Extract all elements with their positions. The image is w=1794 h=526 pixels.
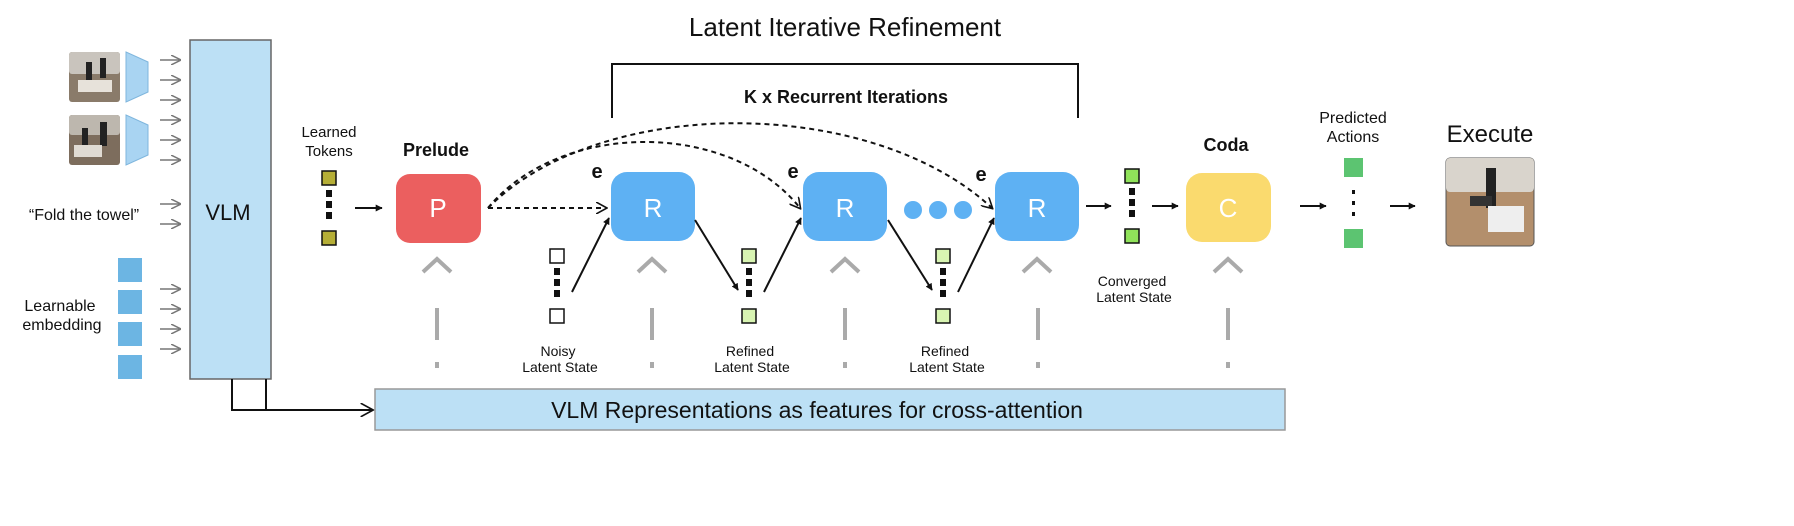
predicted-actions-label-line2: Actions	[1327, 129, 1379, 146]
cross-attention-links	[435, 308, 1230, 368]
vlm-features-bar	[374, 388, 1286, 431]
embedding-label-line1: Learnable	[24, 298, 95, 315]
noisy-state-label-line2: Latent State	[522, 359, 598, 375]
embedding-label-line2: embedding	[22, 317, 101, 334]
recurrent-letter-3: R	[1028, 193, 1047, 223]
robot-camera-image	[69, 52, 120, 102]
prelude-skip-arrows	[487, 122, 992, 208]
noisy-latent-tokens	[549, 248, 565, 324]
recurrent-block-2	[803, 172, 887, 241]
encoder-trapezoid-icon	[125, 51, 149, 103]
refinement-arrows	[571, 217, 995, 293]
learned-tokens	[321, 170, 337, 246]
vlm-label: VLM	[205, 200, 250, 225]
coda-block	[1186, 173, 1271, 242]
robot-result-image	[1445, 157, 1535, 247]
cross-attention-chevron-icon	[421, 256, 1244, 274]
refined-state-2-label-line2: Latent State	[909, 359, 985, 375]
input-symbol-e-2: e	[787, 161, 798, 183]
vlm-features-label: VLM Representations as features for cros…	[551, 397, 1083, 423]
execute-label: Execute	[1447, 121, 1534, 148]
vlm-feature-connector	[231, 379, 372, 410]
robot-camera-image	[69, 115, 120, 165]
learned-tokens-label-line1: Learned	[301, 124, 356, 141]
input-arrows	[160, 60, 180, 349]
input-symbol-e-1: e	[591, 161, 602, 183]
input-symbol-e-3: e	[975, 164, 986, 186]
recurrent-block-1	[611, 172, 695, 241]
refined-state-1-label-line2: Latent State	[714, 359, 790, 375]
noisy-state-label-line1: Noisy	[540, 343, 575, 359]
predicted-actions	[1344, 158, 1363, 248]
predicted-actions-label-line1: Predicted	[1319, 110, 1387, 127]
recurrent-letter-1: R	[644, 193, 663, 223]
iteration-bracket	[611, 63, 1079, 118]
iteration-ellipsis	[904, 201, 972, 219]
prelude-letter: P	[429, 193, 446, 223]
diagram-title: Latent Iterative Refinement	[689, 12, 1002, 42]
refined-state-1-label-line1: Refined	[726, 343, 774, 359]
converged-state-label-line1: Converged	[1098, 273, 1167, 289]
instruction-text: “Fold the towel”	[29, 207, 139, 224]
converged-state-label-line2: Latent State	[1096, 289, 1172, 305]
prelude-heading: Prelude	[403, 140, 469, 160]
converged-latent-tokens	[1124, 168, 1140, 244]
learned-tokens-label-line2: Tokens	[305, 143, 353, 160]
refined-latent-tokens-1	[741, 248, 757, 324]
coda-heading: Coda	[1204, 135, 1250, 155]
encoder-trapezoid-icon	[125, 114, 149, 166]
bracket-label: K x Recurrent Iterations	[744, 87, 948, 107]
learnable-embedding	[118, 258, 142, 379]
recurrent-block-3	[995, 172, 1079, 241]
vlm-block	[189, 39, 272, 380]
prelude-block	[396, 174, 481, 243]
recurrent-letter-2: R	[836, 193, 855, 223]
coda-letter: C	[1219, 193, 1238, 223]
refined-latent-tokens-2	[935, 248, 951, 324]
refined-state-2-label-line1: Refined	[921, 343, 969, 359]
